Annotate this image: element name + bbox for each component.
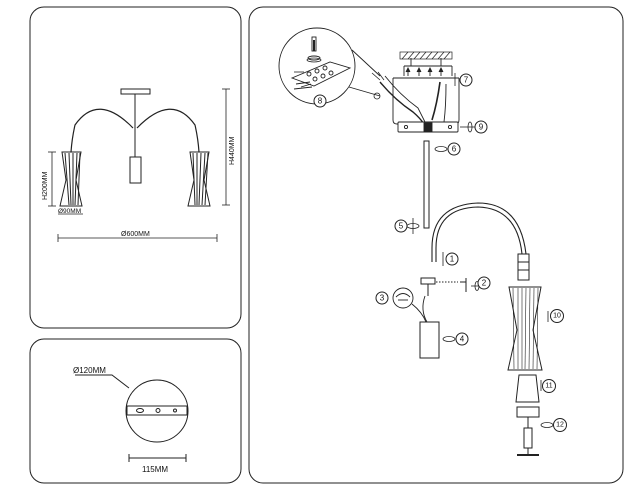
step-badges: 1 2 3 4 5 6 7 8 9 10 11 12 bbox=[313, 73, 567, 432]
overview-dimensions bbox=[48, 88, 230, 242]
step-badge-4: 4 bbox=[455, 332, 469, 346]
terminal-detail-magnifier bbox=[278, 27, 381, 105]
fluted-shade bbox=[507, 286, 543, 371]
span-diameter-label: Ø600MM bbox=[121, 231, 150, 238]
svg-text:2: 2 bbox=[482, 279, 487, 288]
lampholder-detail bbox=[392, 287, 428, 323]
step-badge-6: 6 bbox=[447, 142, 461, 156]
height-total-label: H440MM bbox=[229, 136, 236, 165]
assembly-panel-frame bbox=[248, 6, 624, 484]
svg-text:10: 10 bbox=[553, 313, 561, 320]
svg-text:7: 7 bbox=[464, 76, 469, 85]
svg-text:11: 11 bbox=[545, 383, 552, 390]
svg-text:6: 6 bbox=[452, 145, 457, 154]
overview-panel-frame bbox=[29, 6, 242, 329]
canopy-diameter-label: Ø120MM bbox=[73, 366, 106, 375]
step-badge-3: 3 bbox=[375, 291, 389, 305]
bulb-cover bbox=[515, 374, 540, 403]
step-badge-1: 1 bbox=[445, 252, 459, 266]
curved-arm bbox=[431, 202, 527, 262]
lamp-overview-drawing bbox=[59, 88, 211, 207]
cylinder-shade bbox=[419, 321, 440, 359]
step-badge-5: 5 bbox=[394, 219, 408, 233]
svg-text:12: 12 bbox=[556, 422, 564, 429]
ground-symbol bbox=[371, 71, 385, 100]
screwdriver-icon bbox=[313, 40, 315, 51]
direction-marks bbox=[294, 57, 554, 428]
svg-text:4: 4 bbox=[460, 335, 465, 344]
rod-part bbox=[423, 140, 430, 229]
svg-text:9: 9 bbox=[479, 123, 484, 132]
step-badge-2: 2 bbox=[477, 276, 491, 290]
height-shade-label: H200MM bbox=[42, 171, 49, 200]
step-badge-12: 12 bbox=[553, 418, 567, 432]
svg-text:5: 5 bbox=[399, 222, 404, 231]
svg-text:1: 1 bbox=[450, 255, 455, 264]
mounting-bracket bbox=[379, 58, 460, 133]
canopy-detail-drawing bbox=[75, 374, 189, 462]
svg-text:3: 3 bbox=[380, 294, 385, 303]
step-badge-9: 9 bbox=[474, 120, 488, 134]
step-badge-10: 10 bbox=[550, 309, 564, 323]
step-badge-11: 11 bbox=[542, 379, 556, 393]
bulb-base-stand bbox=[516, 406, 540, 456]
svg-text:8: 8 bbox=[318, 97, 323, 106]
mount-spacing-label: 115MM bbox=[142, 465, 168, 474]
step-badge-8: 8 bbox=[313, 94, 327, 108]
center-connector bbox=[420, 277, 467, 296]
canopy-panel-frame bbox=[29, 338, 242, 484]
ceiling-hatch bbox=[399, 51, 453, 60]
shade-diameter-label: Ø90MM bbox=[58, 208, 81, 215]
shade-socket bbox=[517, 253, 530, 281]
step-badge-7: 7 bbox=[459, 73, 473, 87]
